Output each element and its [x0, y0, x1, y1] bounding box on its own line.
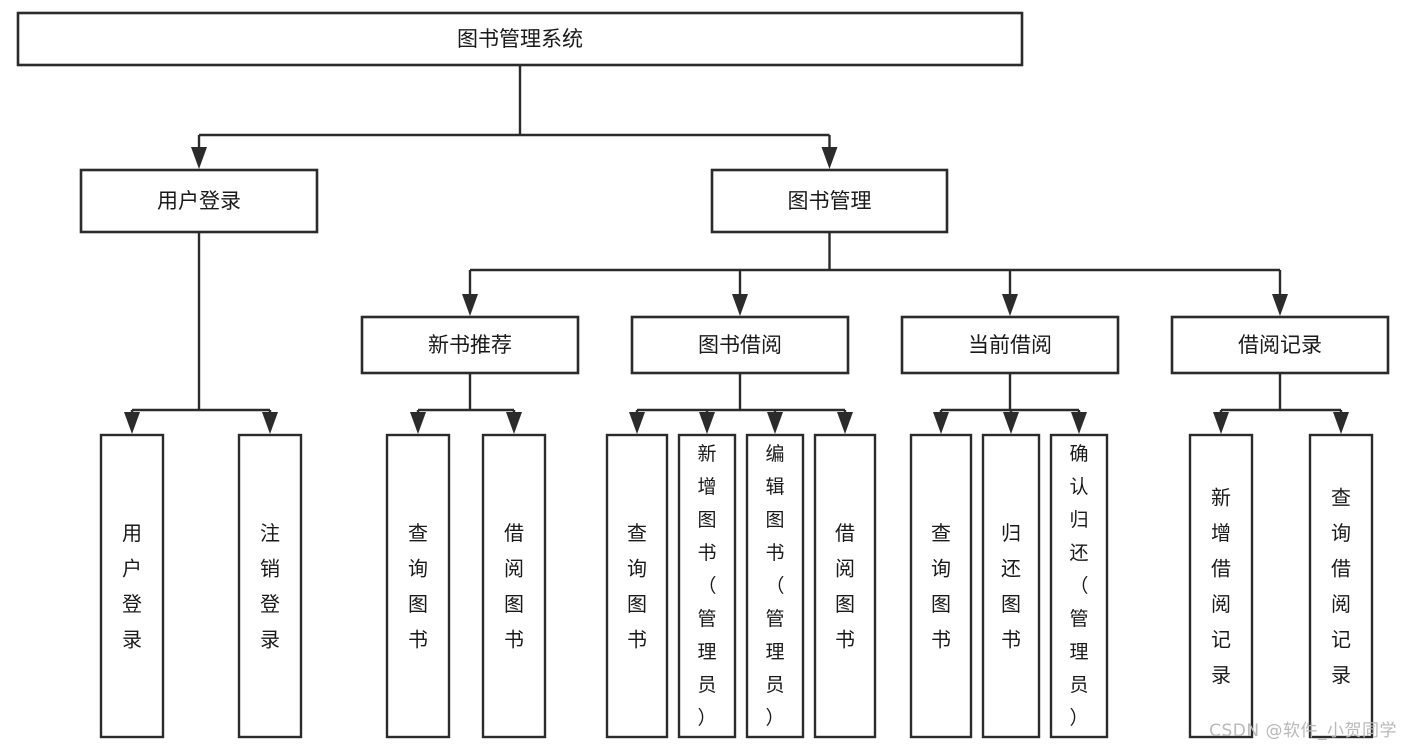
node-box-root [16, 11, 1024, 67]
node-leaf_nb_borrow[interactable]: 借阅图书 [481, 433, 547, 739]
node-leaf_cur_return[interactable]: 归还图书 [981, 433, 1041, 739]
node-box-leaf_cur_confirm [1049, 433, 1109, 739]
connector-group-l3_record [1213, 373, 1349, 434]
connector-group-l3_newbook [410, 373, 522, 434]
node-label-leaf_bl_borrow: 借阅图书 [835, 521, 855, 652]
node-l2_book[interactable]: 图书管理 [710, 168, 949, 234]
node-l3_newbook[interactable]: 新书推荐 [360, 315, 580, 375]
node-label-leaf_cur_confirm: 确认归还（管理员） [1069, 443, 1088, 729]
node-label-l2_user: 用户登录 [157, 189, 241, 213]
node-label-leaf_bl_query: 查询图书 [627, 521, 647, 652]
node-leaf_cur_query[interactable]: 查询图书 [909, 433, 973, 739]
connector-group-l3_borrow [629, 373, 853, 434]
node-box-l2_book [710, 168, 949, 234]
node-leaf_cur_confirm[interactable]: 确认归还（管理员） [1049, 433, 1109, 739]
node-box-leaf_cur_query [909, 433, 973, 739]
node-l2_user[interactable]: 用户登录 [79, 168, 319, 234]
node-label-leaf_bl_add: 新增图书（管理员） [697, 443, 716, 729]
node-box-l3_borrow [630, 315, 850, 375]
node-label-leaf_cur_return: 归还图书 [1001, 521, 1021, 652]
node-label-l3_borrow: 图书借阅 [698, 333, 782, 357]
node-leaf_rec_query[interactable]: 查询借阅记录 [1308, 433, 1374, 739]
node-box-leaf_bl_borrow [813, 433, 877, 739]
node-label-root: 图书管理系统 [457, 27, 583, 51]
node-label-leaf_cur_query: 查询图书 [931, 521, 951, 652]
node-box-l2_user [79, 168, 319, 234]
node-label-l2_book: 图书管理 [788, 189, 872, 213]
node-leaf_user_login[interactable]: 用户登录 [99, 433, 165, 739]
node-leaf_bl_query[interactable]: 查询图书 [605, 433, 669, 739]
node-box-leaf_user_login [99, 433, 165, 739]
node-box-leaf_user_logout [237, 433, 303, 739]
node-box-leaf_bl_add [677, 433, 737, 739]
node-box-leaf_cur_return [981, 433, 1041, 739]
node-l3_record[interactable]: 借阅记录 [1170, 315, 1390, 375]
node-label-l3_record: 借阅记录 [1238, 333, 1322, 357]
node-l3_borrow[interactable]: 图书借阅 [630, 315, 850, 375]
node-box-leaf_rec_add [1188, 433, 1254, 739]
node-leaf_bl_borrow[interactable]: 借阅图书 [813, 433, 877, 739]
node-root[interactable]: 图书管理系统 [16, 11, 1024, 67]
node-leaf_bl_add[interactable]: 新增图书（管理员） [677, 433, 737, 739]
watermark: CSDN @软件_小贺同学 [1209, 721, 1397, 741]
node-box-l3_record [1170, 315, 1390, 375]
node-box-leaf_rec_query [1308, 433, 1374, 739]
node-label-leaf_user_login: 用户登录 [122, 521, 142, 652]
node-label-leaf_user_logout: 注销登录 [260, 521, 280, 652]
node-label-leaf_nb_query: 查询图书 [408, 521, 428, 652]
node-label-leaf_bl_edit: 编辑图书（管理员） [765, 443, 784, 729]
node-box-leaf_bl_query [605, 433, 669, 739]
node-box-leaf_nb_borrow [481, 433, 547, 739]
connector-group-l2_book [462, 232, 1288, 316]
node-box-leaf_nb_query [385, 433, 451, 739]
node-label-l3_current: 当前借阅 [968, 333, 1052, 357]
node-box-leaf_bl_edit [745, 433, 805, 739]
node-label-leaf_rec_add: 新增借阅记录 [1211, 485, 1231, 687]
connector-layer [124, 65, 1349, 434]
node-box-l3_current [900, 315, 1120, 375]
node-leaf_user_logout[interactable]: 注销登录 [237, 433, 303, 739]
node-label-leaf_rec_query: 查询借阅记录 [1331, 485, 1351, 687]
node-leaf_rec_add[interactable]: 新增借阅记录 [1188, 433, 1254, 739]
connector-group-l3_current [933, 373, 1087, 434]
connector-group-root [191, 65, 838, 169]
node-layer: 图书管理系统用户登录图书管理新书推荐图书借阅当前借阅借阅记录用户登录注销登录查询… [16, 11, 1390, 739]
node-box-l3_newbook [360, 315, 580, 375]
node-leaf_nb_query[interactable]: 查询图书 [385, 433, 451, 739]
node-label-leaf_nb_borrow: 借阅图书 [504, 521, 524, 652]
node-label-l3_newbook: 新书推荐 [428, 333, 512, 357]
connector-group-l2_user [124, 232, 278, 434]
node-l3_current[interactable]: 当前借阅 [900, 315, 1120, 375]
node-leaf_bl_edit[interactable]: 编辑图书（管理员） [745, 433, 805, 739]
